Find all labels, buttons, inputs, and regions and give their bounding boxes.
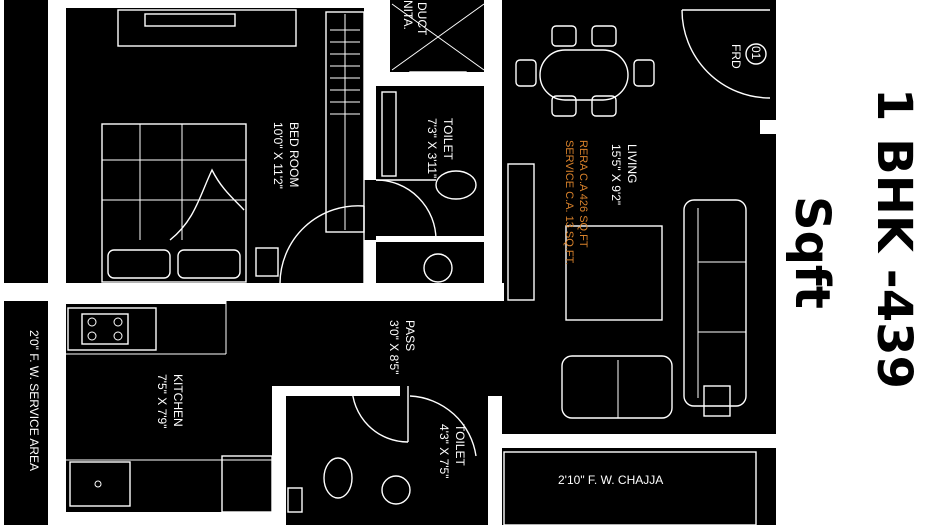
service-area-name: 2'0" F. W. SERVICE AREA [27, 330, 41, 471]
entrance-marker: 01 FRD [729, 44, 763, 69]
bedroom-name: BED ROOM [287, 122, 301, 187]
duct-line1: DUCT [415, 2, 429, 36]
living-name: LIVING [625, 144, 639, 183]
bedroom-size: 10'0" X 11'2" [271, 122, 285, 189]
entrance-label: FRD [729, 44, 743, 69]
room-living: LIVING 15'5" X 9'2" [609, 144, 639, 205]
banner-unit: Sqft [784, 196, 840, 309]
banner-title: 1 BHK -439 [866, 88, 922, 389]
kitchen-size: 7'5" X 7'9" [155, 374, 169, 428]
room-bedroom: BED ROOM 10'0" X 11'2" [271, 122, 301, 189]
room-pass: PASS 3'0" X 8'5" [387, 320, 417, 374]
room-kitchen: KITCHEN 7'5" X 7'9" [155, 374, 185, 428]
service-area-label: 2'0" F. W. SERVICE AREA [27, 330, 41, 471]
duct-line2: NITA. [401, 0, 415, 30]
toilet-top-name: TOILET [441, 118, 455, 160]
kitchen-name: KITCHEN [171, 374, 185, 427]
banner-title-group: 1 BHK -439 [866, 88, 922, 389]
rera-area: RERA C.A 426 SQ.FT [577, 140, 589, 248]
fixtures [66, 3, 771, 525]
chajja-label: 2'10" F. W. CHAJJA [558, 473, 663, 487]
area-notes: RERA C.A 426 SQ.FT SERVICE C.A. 13 SQ.FT… [563, 140, 589, 265]
wardrobe-rails [330, 29, 360, 115]
room-toilet-bottom: TOILET 4'3" X 7'5" [437, 424, 467, 478]
service-area: SERVICE C.A. 13 SQ.FT. [563, 140, 575, 265]
pass-name: PASS [403, 320, 417, 351]
toilet-top-size: 7'3" X 3'11" [425, 118, 439, 178]
banner-unit-group: Sqft [784, 196, 840, 309]
toilet-bottom-size: 4'3" X 7'5" [437, 424, 451, 478]
banner-area [782, 0, 945, 525]
toilet-bottom-name: TOILET [453, 424, 467, 466]
room-toilet-top: TOILET 7'3" X 3'11" [425, 118, 455, 178]
entrance-number: 01 [749, 46, 763, 60]
walls [0, 0, 782, 525]
pass-size: 3'0" X 8'5" [387, 320, 401, 374]
duct-label: DUCT NITA. [401, 0, 429, 36]
living-size: 15'5" X 9'2" [609, 144, 623, 205]
